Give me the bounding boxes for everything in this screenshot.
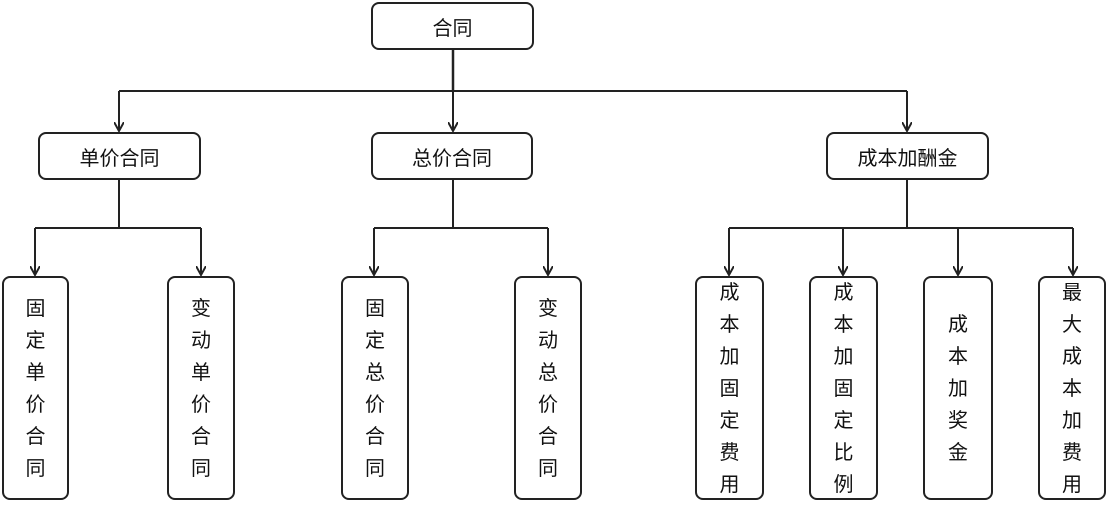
unit-price-contract-label: 单价合同 <box>79 145 160 170</box>
fixed-lump-sum-node: 固定总价合同 <box>341 276 409 500</box>
variable-unit-price-label: 变动单价合同 <box>191 296 211 480</box>
cost-plus-fixed-percentage-node: 成本加固定比例 <box>809 276 878 500</box>
variable-lump-sum-node: 变动总价合同 <box>514 276 582 500</box>
cost-plus-fixed-fee-node: 成本加固定费用 <box>695 276 764 500</box>
lump-sum-contract-node: 总价合同 <box>371 132 533 180</box>
max-cost-plus-fee-node: 最大成本加费用 <box>1038 276 1106 500</box>
fixed-unit-price-node: 固定单价合同 <box>2 276 69 500</box>
max-cost-plus-fee-label: 最大成本加费用 <box>1062 280 1082 496</box>
fixed-unit-price-label: 固定单价合同 <box>25 296 46 480</box>
variable-unit-price-node: 变动单价合同 <box>167 276 235 500</box>
cost-plus-incentive-label: 成本加奖金 <box>948 312 968 464</box>
cost-plus-fixed-percentage-label: 成本加固定比例 <box>833 280 854 496</box>
cost-plus-incentive-node: 成本加奖金 <box>923 276 993 500</box>
root-node: 合同 <box>371 2 534 50</box>
unit-price-contract-node: 单价合同 <box>38 132 201 180</box>
fixed-lump-sum-label: 固定总价合同 <box>365 296 385 480</box>
cost-plus-fee-node: 成本加酬金 <box>826 132 989 180</box>
cost-plus-fixed-fee-label: 成本加固定费用 <box>719 280 740 496</box>
lump-sum-contract-label: 总价合同 <box>412 145 492 170</box>
cost-plus-fee-label: 成本加酬金 <box>857 145 958 170</box>
root-node-label: 合同 <box>432 15 473 40</box>
variable-lump-sum-label: 变动总价合同 <box>538 296 558 480</box>
